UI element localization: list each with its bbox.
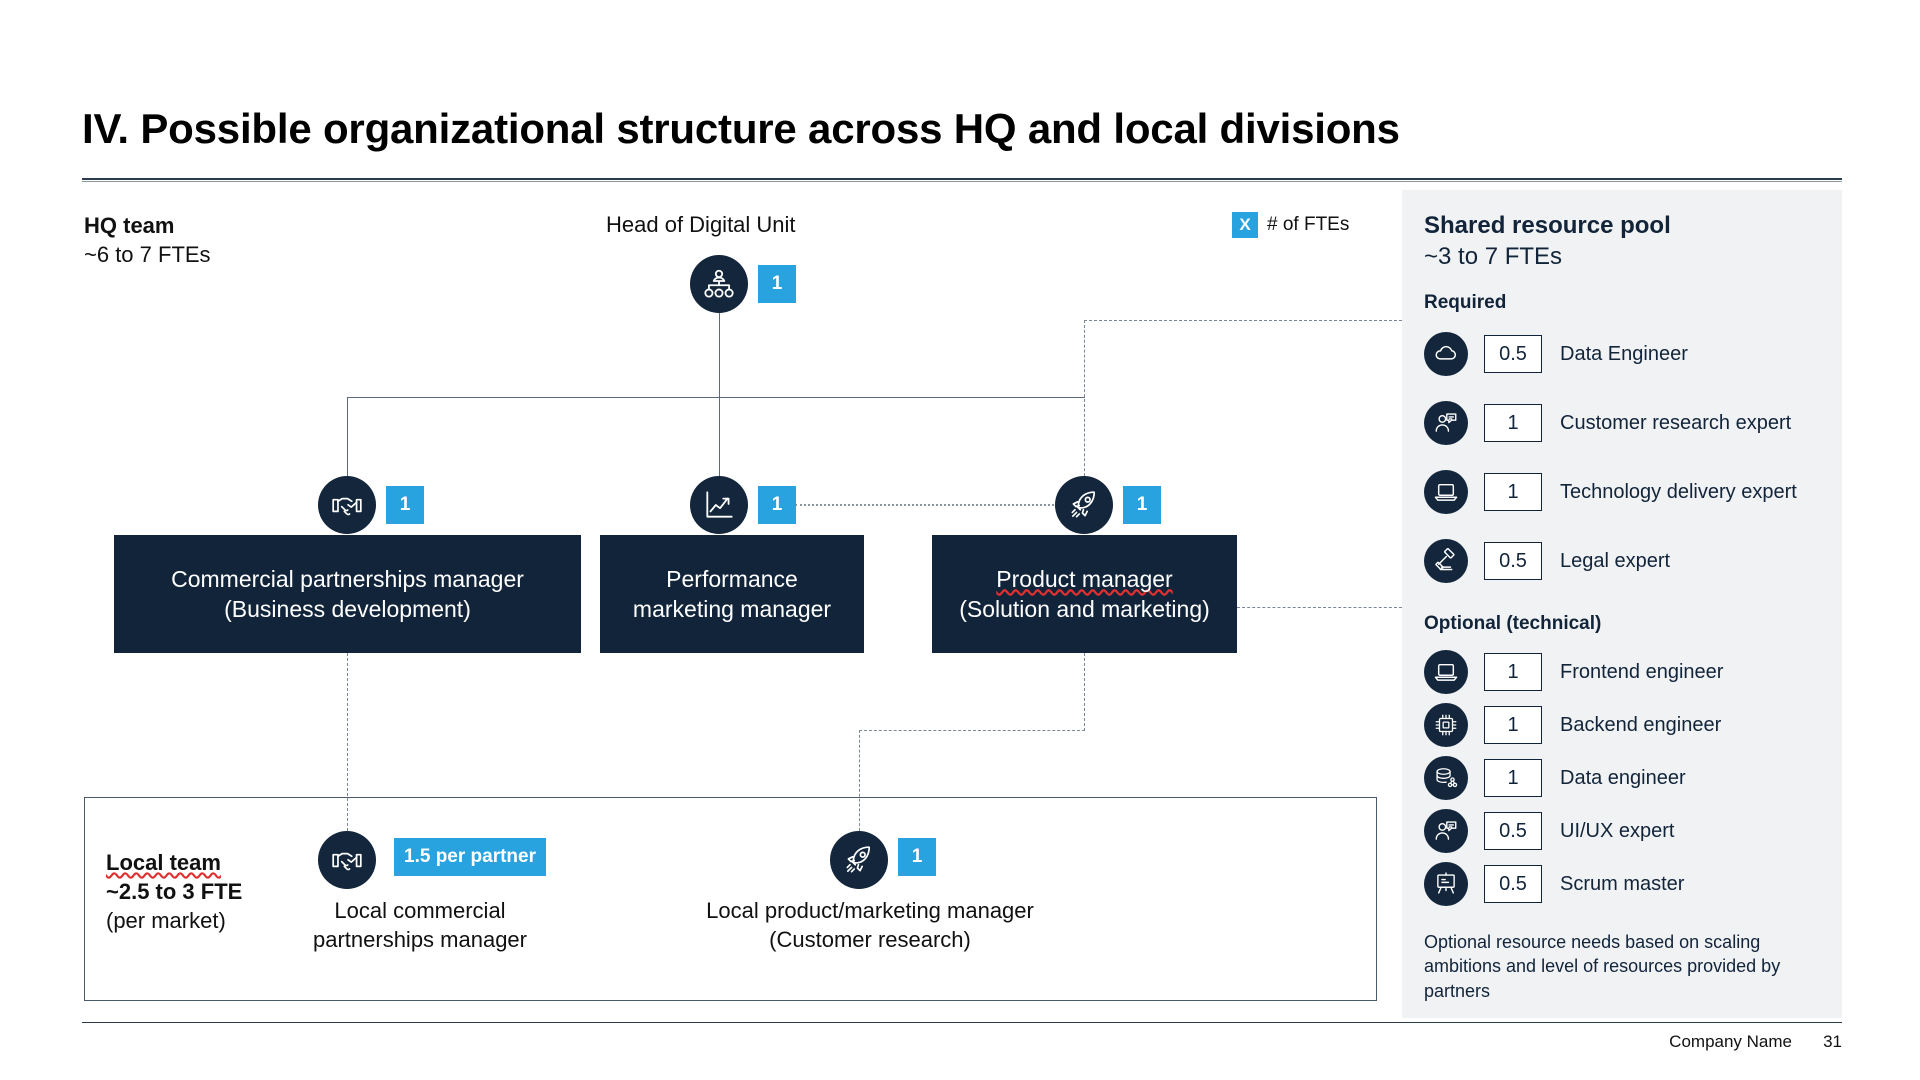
local-team-title: Local team <box>106 850 221 875</box>
resource-label: Backend engineer <box>1560 713 1722 736</box>
resource-row-data-engineer-optional[interactable]: 1 Data engineer <box>1424 756 1686 800</box>
resource-row-scrum-master[interactable]: 0.5 Scrum master <box>1424 862 1684 906</box>
database-icon <box>1424 756 1468 800</box>
resource-label: Legal expert <box>1560 549 1671 572</box>
panel-note: Optional resource needs based on scaling… <box>1424 932 1781 1001</box>
footer-page-number: 31 <box>1823 1032 1842 1051</box>
resource-label: Customer research expert <box>1560 411 1792 434</box>
role-line-2: marketing manager <box>632 596 832 622</box>
panel-required-header: Required <box>1424 292 1507 313</box>
hq-team-fte: ~6 to 7 FTEs <box>84 241 211 267</box>
connector-performance-to-product <box>795 504 1058 506</box>
footer-company-name: Company Name <box>1669 1032 1792 1051</box>
head-of-unit-title: Head of Digital Unit <box>606 212 796 237</box>
role-line-1: Product manager <box>996 564 1172 594</box>
resource-count: 1 <box>1484 404 1542 442</box>
legend-swatch: X <box>1232 212 1258 238</box>
resource-label: Frontend engineer <box>1560 660 1724 683</box>
presentation-board-icon <box>1424 862 1468 906</box>
panel-optional-header: Optional (technical) <box>1424 613 1602 634</box>
connector-product-to-local-1 <box>1084 653 1085 731</box>
resource-label: Scrum master <box>1560 872 1685 895</box>
hq-team-title: HQ team <box>84 213 175 238</box>
connector-product-to-pool-top <box>1084 320 1402 321</box>
handshake-icon <box>318 476 376 534</box>
title-divider <box>82 178 1842 182</box>
connector-product-to-pool-bottom <box>1237 607 1402 608</box>
connector-head-down <box>719 313 720 398</box>
head-of-unit-badge: 1 <box>758 265 796 303</box>
laptop-icon <box>1424 470 1468 514</box>
handshake-icon <box>318 831 376 889</box>
connector-to-performance <box>719 397 720 486</box>
resource-count: 1 <box>1484 653 1542 691</box>
resource-count: 0.5 <box>1484 812 1542 850</box>
resource-row-ui-ux-expert[interactable]: 0.5 UI/UX expert <box>1424 809 1674 853</box>
rocket-icon <box>1055 476 1113 534</box>
role-box-performance-marketing-manager: Performance marketing manager <box>600 535 864 653</box>
resource-count: 1 <box>1484 473 1542 511</box>
local-team-fte: ~2.5 to 3 FTE <box>106 879 243 905</box>
local-team-label: Local team ~2.5 to 3 FTE (per market) <box>106 848 242 935</box>
role-line-2: (Business development) <box>224 596 471 622</box>
connector-product-to-local-2 <box>859 730 1085 731</box>
fte-legend: X # of FTEs <box>1232 212 1349 238</box>
person-speech-icon <box>1424 401 1468 445</box>
legend-text: # of FTEs <box>1267 214 1350 235</box>
resource-row-frontend-engineer[interactable]: 1 Frontend engineer <box>1424 650 1723 694</box>
resource-label: UI/UX expert <box>1560 819 1675 842</box>
laptop-icon <box>1424 650 1468 694</box>
local-product-caption: Local product/marketing manager (Custome… <box>620 896 1120 955</box>
role-line-1-text: Product manager <box>996 565 1173 592</box>
hq-team-label: HQ team ~6 to 7 FTEs <box>84 212 211 269</box>
connector-to-product <box>1084 320 1085 486</box>
panel-subtitle: ~3 to 7 FTEs <box>1424 243 1563 270</box>
resource-count: 0.5 <box>1484 542 1542 580</box>
shared-resource-panel <box>1402 190 1842 1018</box>
cloud-icon <box>1424 332 1468 376</box>
resource-row-backend-engineer[interactable]: 1 Backend engineer <box>1424 703 1721 747</box>
role-box-commercial-partnerships-manager: Commercial partnerships manager (Busines… <box>114 535 581 653</box>
resource-label: Data Engineer <box>1560 342 1688 365</box>
local-caption-line-1: Local commercial <box>334 898 506 923</box>
commercial-manager-badge: 1 <box>386 486 424 524</box>
resource-count: 1 <box>1484 706 1542 744</box>
local-caption-line-2: partnerships manager <box>312 927 527 953</box>
local-commercial-badge: 1.5 per partner <box>394 838 546 876</box>
org-hierarchy-icon <box>690 255 748 313</box>
resource-row-customer-research-expert[interactable]: 1 Customer research expert <box>1424 401 1791 445</box>
panel-title: Shared resource pool <box>1424 212 1671 239</box>
connector-commercial-to-local <box>347 653 348 831</box>
product-manager-badge: 1 <box>1123 486 1161 524</box>
local-product-badge: 1 <box>898 838 936 876</box>
gavel-icon <box>1424 539 1468 583</box>
local-commercial-caption: Local commercial partnerships manager <box>260 896 580 955</box>
local-team-scope: (per market) <box>106 908 226 934</box>
role-box-product-manager: Product manager (Solution and marketing) <box>932 535 1237 653</box>
local-team-container <box>84 797 1377 1001</box>
person-speech-icon <box>1424 809 1468 853</box>
role-line-1: Commercial partnerships manager <box>171 565 524 592</box>
local-caption-line-1: Local product/marketing manager <box>706 898 1034 923</box>
cpu-chip-icon <box>1424 703 1468 747</box>
connector-horizontal-bus <box>347 397 1085 398</box>
role-line-2: (Solution and marketing) <box>959 596 1210 622</box>
resource-count: 0.5 <box>1484 335 1542 373</box>
rocket-icon <box>830 831 888 889</box>
resource-label: Data engineer <box>1560 766 1686 789</box>
growth-chart-icon <box>690 476 748 534</box>
resource-count: 0.5 <box>1484 865 1542 903</box>
resource-row-data-engineer[interactable]: 0.5 Data Engineer <box>1424 332 1688 376</box>
resource-count: 1 <box>1484 759 1542 797</box>
connector-product-to-local-3 <box>859 730 860 831</box>
resource-label: Technology delivery expert <box>1560 480 1797 503</box>
connector-to-commercial <box>347 397 348 486</box>
local-caption-line-2: (Customer research) <box>769 927 971 953</box>
resource-row-technology-delivery-expert[interactable]: 1 Technology delivery expert <box>1424 470 1797 514</box>
page-title: IV. Possible organizational structure ac… <box>82 105 1400 152</box>
footer-divider <box>82 1022 1842 1023</box>
performance-manager-badge: 1 <box>758 486 796 524</box>
role-line-1: Performance <box>666 565 798 592</box>
resource-row-legal-expert[interactable]: 0.5 Legal expert <box>1424 539 1670 583</box>
